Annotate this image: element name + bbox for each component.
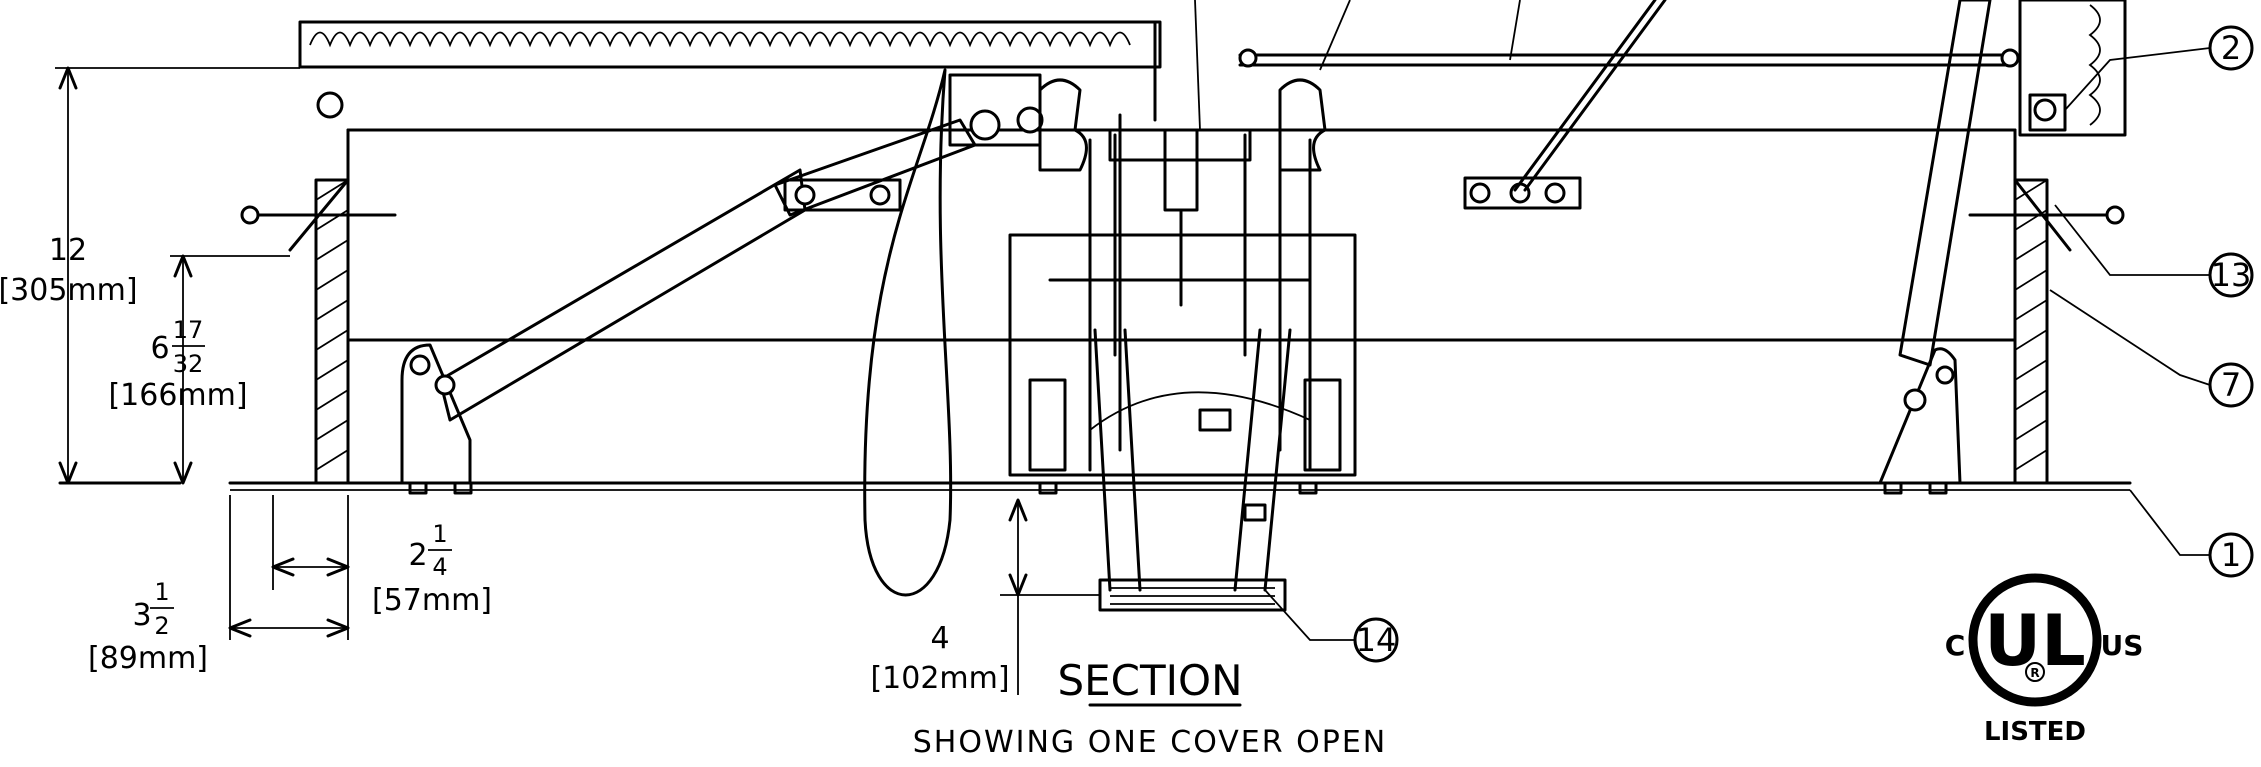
dim-3-den: 2 [154,612,169,640]
dim-2-num: 1 [432,520,447,548]
closed-cover [1238,0,2127,137]
ul-right: US [2101,629,2144,662]
dim-3-whole: 3 [132,598,151,633]
latch-assembly [1008,78,1357,477]
left-gas-spring [400,118,977,485]
dim-3-metric: [89mm] [88,641,208,676]
callout-circles [1353,25,2254,663]
dim-4-whole: 4 [930,621,949,656]
brackets [783,0,1667,212]
dim-4-metric: [102mm] [870,661,1009,696]
ul-left: C [1945,629,1966,662]
right-curb [2013,178,2049,485]
dim-6-num: 17 [173,316,204,344]
ladder [1093,328,1292,612]
cable-loop [863,68,953,597]
dim-3-num: 1 [154,578,169,606]
dim-6-den: 32 [173,350,204,378]
dim-2-whole: 2 [408,538,427,573]
frame [288,128,2072,485]
ul-bottom: LISTED [1984,717,2086,747]
bolts [408,481,1948,495]
section-title: SECTION [1057,656,1242,705]
ul-listed-logo: UL R C US LISTED [1945,573,2144,747]
dim-2-den: 4 [432,553,447,581]
callout-1: 1 [2221,536,2241,574]
dim-6-metric: [166mm] [108,378,247,413]
callout-leaders [1264,47,2211,641]
dim-12-whole: 12 [49,233,87,268]
left-curb [314,178,350,485]
open-cover [298,20,1162,122]
callout-13: 13 [2211,256,2252,294]
callout-7: 7 [2221,366,2241,404]
dim-2-metric: [57mm] [372,583,492,618]
dim-12-metric: [305mm] [0,273,138,308]
leader-lines [1194,0,1521,131]
section-subtitle: SHOWING ONE COVER OPEN [913,725,1388,760]
deck-line [58,481,2132,491]
dimension-lines [55,66,1100,695]
dim-6-whole: 6 [150,331,169,366]
ul-reg: R [2030,666,2039,680]
callout-14: 14 [1356,621,1397,659]
callout-2: 2 [2221,29,2241,67]
hinges [948,73,2067,147]
right-gas-spring [1878,0,1992,485]
pins [240,205,2125,225]
